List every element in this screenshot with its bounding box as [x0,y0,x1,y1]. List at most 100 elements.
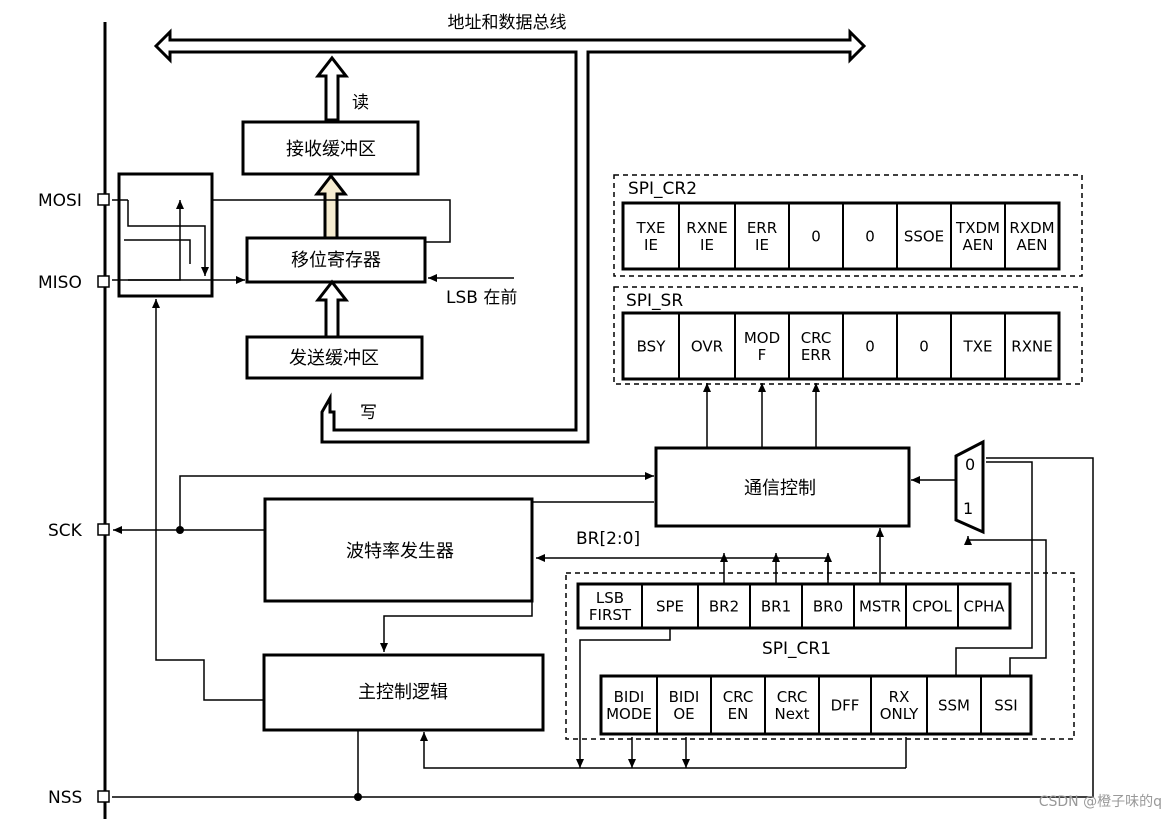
cr2-field-4-line-0: 0 [865,227,875,245]
switch-line-1 [127,200,209,276]
cr2-field-2-line-0: ERR [747,219,777,237]
cr1-control-bus [420,732,906,769]
read-arrow [314,55,350,122]
cr2-field-6-line-1: AEN [963,236,994,254]
br-bus-label: BR[2:0] [576,529,640,549]
sr-field-5-line-0: 0 [919,337,929,355]
cr1_bottom-field-2-line-1: EN [728,705,749,723]
cr2-field-0-line-1: IE [644,236,658,254]
cr1-frame [565,572,1075,740]
nss-label: NSS [48,788,82,808]
cr2-field-1-line-0: RXNE [686,219,727,237]
cr1_bottom-field-3-line-1: Next [775,705,810,723]
cr2-frame [613,174,1083,277]
bus-label: 地址和数据总线 [448,13,567,33]
read-label: 读 [352,93,369,113]
cr1-title: SPI_CR1 [762,639,831,659]
sr-field-1-line-0: OVR [691,337,723,355]
br-bus [536,554,829,580]
lsb-first-note: LSB 在前 [446,288,517,308]
master-to-miso [152,299,264,701]
mux-0: 0 [965,455,975,474]
cr1_bottom-field-1-line-1: OE [673,705,694,723]
sck-pin [97,523,110,536]
sr-field-0-line-0: BSY [637,337,667,355]
address-data-bus [153,28,867,444]
cr2-field-7-line-1: AEN [1017,236,1048,254]
cr2-outline [621,201,1061,271]
io-switch-box [117,172,214,298]
baud-generator-block [263,497,534,603]
cr1_bottom-outline [599,674,1033,736]
cr1_top-field-0-line-1: FIRST [589,606,632,624]
cr1_bottom-field-0-line-0: BIDI [614,688,645,706]
write-label: 写 [360,403,377,423]
mosi-label: MOSI [38,191,82,211]
shift-register-label: 移位寄存器 [291,250,381,271]
cr2-field-1-line-1: IE [700,236,714,254]
shift-register-block [245,236,427,284]
cr1_top-field-6-line-0: CPOL [912,597,952,615]
cr1_top-field-7-line-0: CPHA [963,597,1005,615]
sr-field-2-line-1: F [758,346,767,364]
cr1_top-field-3-line-0: BR1 [761,597,791,615]
spe-down [576,628,671,768]
shift-loop [128,196,451,243]
mux [954,439,985,535]
baud-generator-label: 波特率发生器 [346,541,454,562]
cr1_bottom-field-3-line-0: CRC [777,688,808,706]
cr2-field-7-line-0: RXDM [1009,219,1054,237]
cr1_bottom-field-1-line-0: BIDI [669,688,700,706]
comm-control-block [654,446,911,528]
cr1_top-field-4-line-0: BR0 [813,597,843,615]
cr2-field-3-line-0: 0 [811,227,821,245]
miso-pin [97,275,110,288]
mosi-pin [97,193,110,206]
tx-buffer-block [245,335,424,380]
cr1_bottom-field-5-line-0: RX [889,688,910,706]
sr-outline [621,311,1061,381]
cr1_top-field-5-line-0: MSTR [859,597,901,615]
miso-label: MISO [38,273,82,293]
master-control-block [262,653,545,732]
cr1_bottom-field-4-line-0: DFF [831,696,860,714]
ssi-to-mux [964,536,1047,676]
cr1_bottom-field-6-line-0: SSM [938,696,970,714]
sr-field-3-line-0: CRC [801,329,832,347]
cr1_top-field-0-line-0: LSB [596,589,624,607]
sr-field-3-line-1: ERR [801,346,831,364]
cr2-field-2-line-1: IE [755,236,769,254]
watermark: CSDN @橙子味的q [1039,794,1162,810]
master-control-label: 主控制逻辑 [358,682,448,703]
cr1_bottom-field-7-line-0: SSI [994,696,1017,714]
ssm-to-mux [955,461,1033,676]
shift-to-rx-arrow [313,173,349,240]
rx-buffer-label: 接收缓冲区 [286,139,376,160]
nss-pin [97,790,110,803]
sr-title: SPI_SR [626,291,683,311]
tx-to-shift-arrow [314,279,350,339]
cr1_bottom-field-5-line-1: ONLY [880,705,919,723]
cr1_top-outline [576,582,1012,630]
cr2-field-6-line-0: TXDM [955,219,1000,237]
sr-field-6-line-0: TXE [963,337,993,355]
sr-frame [613,286,1083,385]
cr1_bottom-field-2-line-0: CRC [723,688,754,706]
cr2-field-5-line-0: SSOE [904,227,944,245]
cr2-field-0-line-0: TXE [636,219,666,237]
nss-junction [354,793,362,801]
comm-to-master [380,501,654,652]
mux-1: 1 [963,499,973,518]
sr-field-4-line-0: 0 [865,337,875,355]
sck-label: SCK [48,521,83,541]
cr2-title: SPI_CR2 [628,179,697,199]
sck-to-comm [179,472,654,530]
cr1_bottom-field-0-line-1: MODE [606,705,652,723]
sr-field-7-line-0: RXNE [1011,337,1052,355]
cr1_top-field-2-line-0: BR2 [709,597,739,615]
comm-control-label: 通信控制 [744,478,816,499]
tx-buffer-label: 发送缓冲区 [289,348,379,369]
